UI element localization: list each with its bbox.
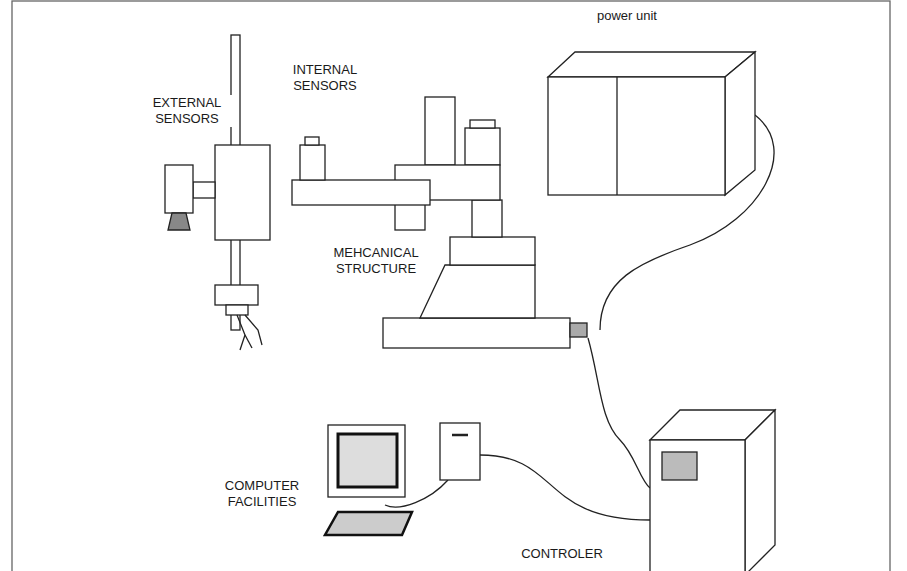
heading-label: power unit <box>575 8 679 24</box>
robot-arm <box>165 35 587 350</box>
computer <box>325 423 480 535</box>
part-label: INTERNAL SENSORS <box>278 62 372 94</box>
frame <box>12 1 890 571</box>
power-unit-box <box>548 52 755 195</box>
computer-cable <box>480 455 650 520</box>
controller-cable <box>588 338 650 488</box>
part-label: COMPUTER FACILITIES <box>210 478 314 510</box>
part-label: EXTERNAL SENSORS <box>140 95 234 127</box>
part-label: MEHCANICAL STRUCTURE <box>320 245 432 277</box>
controller-cabinet <box>650 410 775 571</box>
part-label: CONTROLER <box>505 546 619 562</box>
